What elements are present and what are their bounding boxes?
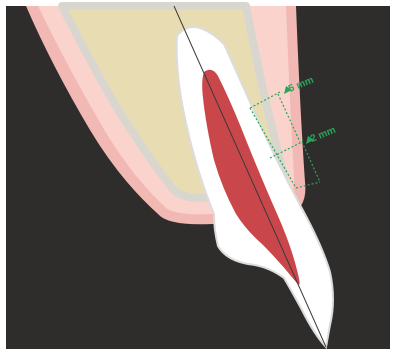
dental-implant-diagram: 5 mm 2 mm xyxy=(0,0,396,356)
diagram-canvas: 5 mm 2 mm xyxy=(0,0,396,356)
